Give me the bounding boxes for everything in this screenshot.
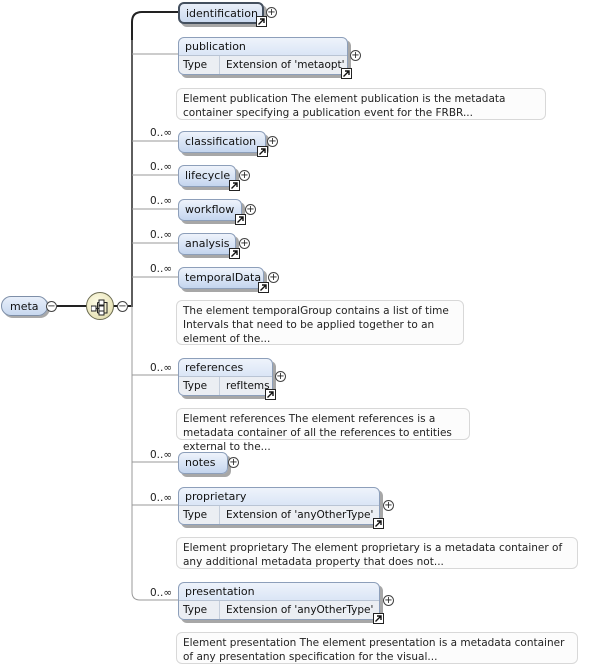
element-presentation[interactable]: presentation Type Extension of 'anyOther… <box>178 582 380 620</box>
element-identification[interactable]: identification <box>178 2 264 24</box>
root-element-meta[interactable]: meta <box>1 296 48 316</box>
type-label: Type <box>179 506 220 524</box>
multiplicity-label: 0..∞ <box>150 362 173 374</box>
sequence-compositor-icon[interactable] <box>86 292 114 320</box>
element-label: temporalData <box>185 271 262 284</box>
element-label: references <box>185 361 244 374</box>
plus-icon[interactable]: + <box>266 7 277 18</box>
type-row: Type Extension of 'anyOtherType' <box>179 505 379 524</box>
type-value: Extension of 'anyOtherType' <box>226 604 374 616</box>
element-workflow[interactable]: workflow <box>178 199 242 221</box>
plus-icon[interactable]: + <box>268 272 279 283</box>
element-publication[interactable]: publication Type Extension of 'metaopt' <box>178 37 348 75</box>
element-lifecycle[interactable]: lifecycle <box>178 165 236 187</box>
element-label: analysis <box>185 237 230 250</box>
type-value: refItems <box>226 380 270 392</box>
type-row: Type refItems <box>179 376 272 395</box>
reference-arrow-icon <box>265 389 276 400</box>
plus-icon[interactable]: + <box>383 595 394 606</box>
type-label: Type <box>179 56 220 74</box>
multiplicity-label: 0..∞ <box>150 449 173 461</box>
annotation-box: Element proprietary The element propriet… <box>176 537 578 569</box>
element-analysis[interactable]: analysis <box>178 233 236 255</box>
multiplicity-label: 0..∞ <box>150 127 173 139</box>
element-label: notes <box>185 456 216 469</box>
annotation-box: The element temporalGroup contains a lis… <box>176 300 464 345</box>
element-label: lifecycle <box>185 169 231 182</box>
plus-icon[interactable]: + <box>275 371 286 382</box>
reference-arrow-icon <box>235 214 246 225</box>
annotation-text: Element references The element reference… <box>183 413 452 453</box>
reference-arrow-icon <box>373 518 384 529</box>
element-label: classification <box>185 135 257 148</box>
element-proprietary[interactable]: proprietary Type Extension of 'anyOtherT… <box>178 487 380 525</box>
element-label: publication <box>185 40 246 53</box>
annotation-text: The element temporalGroup contains a lis… <box>183 305 449 345</box>
element-temporalData[interactable]: temporalData <box>178 267 264 289</box>
annotation-box: Element presentation The element present… <box>176 632 578 664</box>
reference-arrow-icon <box>373 613 384 624</box>
reference-arrow-icon <box>229 248 240 259</box>
element-classification[interactable]: classification <box>178 131 266 153</box>
collapse-icon[interactable]: − <box>46 301 57 312</box>
annotation-box: Element publication The element publicat… <box>176 88 546 120</box>
plus-icon[interactable]: + <box>228 457 239 468</box>
annotation-text: Element presentation The element present… <box>183 637 565 663</box>
type-label: Type <box>179 377 220 395</box>
plus-icon[interactable]: + <box>383 500 394 511</box>
element-references[interactable]: references Type refItems <box>178 358 273 396</box>
annotation-text: Element publication The element publicat… <box>183 93 506 119</box>
root-element-label: meta <box>10 300 39 313</box>
multiplicity-label: 0..∞ <box>150 161 173 173</box>
plus-icon[interactable]: + <box>239 170 250 181</box>
reference-arrow-icon <box>258 282 269 293</box>
annotation-box: Element references The element reference… <box>176 408 470 453</box>
multiplicity-label: 0..∞ <box>150 492 173 504</box>
plus-icon[interactable]: + <box>267 136 278 147</box>
multiplicity-label: 0..∞ <box>150 195 173 207</box>
plus-icon[interactable]: + <box>245 204 256 215</box>
reference-arrow-icon <box>256 16 267 27</box>
collapse-icon[interactable]: − <box>117 301 128 312</box>
reference-arrow-icon <box>341 68 352 79</box>
plus-icon[interactable]: + <box>239 238 250 249</box>
type-value: Extension of 'metaopt' <box>226 59 345 71</box>
element-label: workflow <box>185 203 235 216</box>
multiplicity-label: 0..∞ <box>150 587 173 599</box>
multiplicity-label: 0..∞ <box>150 229 173 241</box>
plus-icon[interactable]: + <box>350 50 361 61</box>
type-row: Type Extension of 'anyOtherType' <box>179 600 379 619</box>
element-label: proprietary <box>185 490 247 503</box>
multiplicity-label: 0..∞ <box>150 263 173 275</box>
element-label: presentation <box>185 585 255 598</box>
type-row: Type Extension of 'metaopt' <box>179 55 347 74</box>
reference-arrow-icon <box>229 180 240 191</box>
type-value: Extension of 'anyOtherType' <box>226 509 374 521</box>
element-notes[interactable]: notes <box>178 452 228 474</box>
annotation-text: Element proprietary The element propriet… <box>183 542 563 568</box>
type-label: Type <box>179 601 220 619</box>
reference-arrow-icon <box>257 146 268 157</box>
element-label: identification <box>186 7 258 20</box>
